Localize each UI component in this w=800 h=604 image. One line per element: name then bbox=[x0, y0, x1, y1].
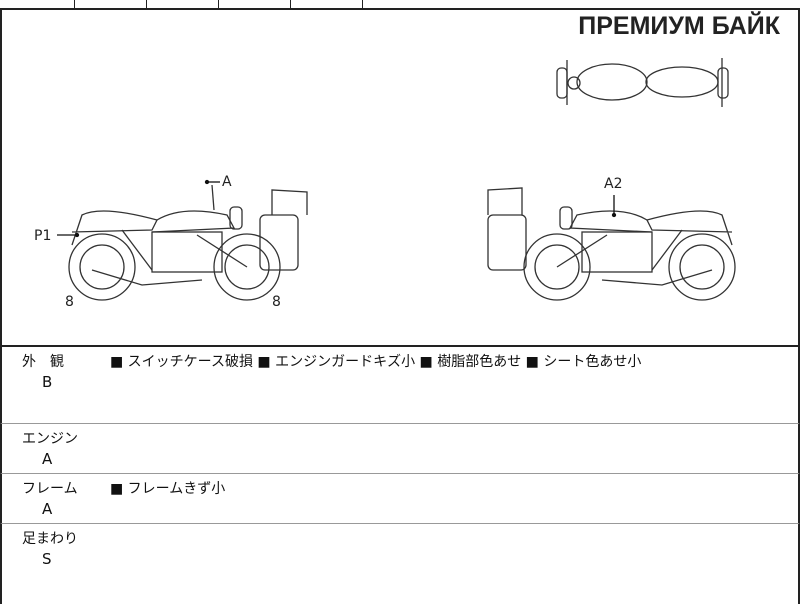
bike-diagram: ПРЕМИУМ БАЙК bbox=[0, 10, 800, 347]
rear-tire-label: 8 bbox=[272, 294, 281, 310]
grade-value: A bbox=[42, 450, 53, 468]
category-label: エンジン bbox=[22, 431, 78, 447]
notes-text: ■ フレームきず小 bbox=[110, 481, 226, 497]
section-frame: フレーム A ■ フレームきず小 bbox=[0, 474, 800, 524]
grade-value: B bbox=[42, 373, 53, 391]
grade-value: A bbox=[42, 500, 53, 518]
notes-text: ■ スイッチケース破損 ■ エンジンガードキズ小 ■ 樹脂部色あせ ■ シート色… bbox=[110, 354, 642, 370]
damage-label-p1: P1 bbox=[34, 228, 52, 244]
section-suspension: 足まわり S bbox=[0, 524, 800, 604]
grade-value: S bbox=[42, 550, 52, 568]
section-engine: エンジン A bbox=[0, 424, 800, 474]
right-side-view bbox=[487, 187, 736, 301]
motorcycle-top-view-icon bbox=[57, 58, 736, 301]
brand-watermark: ПРЕМИУМ БАЙК bbox=[578, 12, 780, 40]
left-side-view bbox=[68, 184, 308, 301]
category-label: 足まわり bbox=[22, 531, 78, 547]
front-tire-label: 8 bbox=[65, 294, 74, 310]
category-label: 外 観 bbox=[22, 354, 64, 370]
header-row-cells bbox=[0, 0, 800, 10]
section-exterior: 外 観 B ■ スイッチケース破損 ■ エンジンガードキズ小 ■ 樹脂部色あせ … bbox=[0, 347, 800, 424]
damage-label-a2: A2 bbox=[604, 176, 623, 192]
top-view bbox=[556, 58, 729, 107]
category-label: フレーム bbox=[22, 481, 78, 497]
damage-label-a: A bbox=[222, 174, 232, 190]
